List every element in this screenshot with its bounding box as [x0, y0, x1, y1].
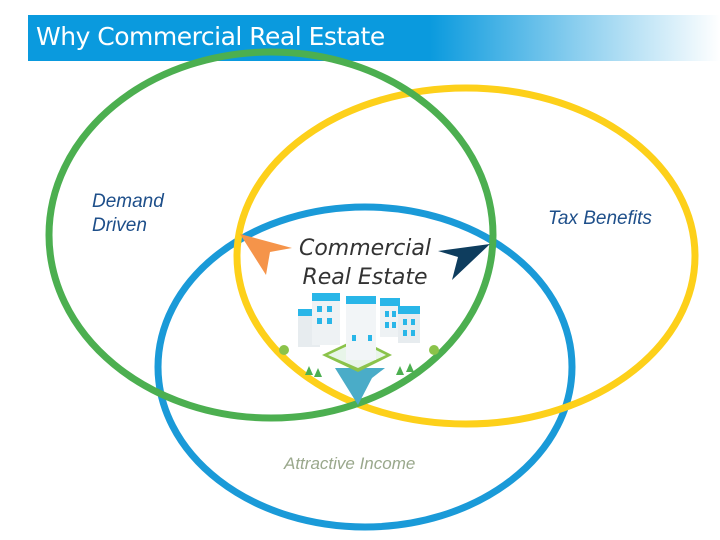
page-title: Why Commercial Real Estate: [36, 22, 385, 51]
circle-tax-benefits: [233, 84, 699, 428]
blue-arrow-icon: [335, 368, 385, 405]
label-demand-driven: Demand Driven: [92, 190, 164, 238]
label-attractive-income: Attractive Income: [284, 454, 416, 473]
center-title-line2: Real Estate: [302, 265, 428, 290]
center-title: Commercial Real Estate: [270, 234, 460, 292]
navy-arrow-icon: [438, 244, 490, 280]
buildings-illustration-icon: [279, 293, 439, 377]
label-demand-line2: Driven: [92, 215, 147, 236]
circle-attractive-income: [154, 203, 576, 531]
label-tax-benefits: Tax Benefits: [548, 208, 652, 229]
orange-arrow-icon: [240, 234, 292, 275]
title-banner: Why Commercial Real Estate: [28, 15, 720, 61]
circle-demand-driven: [45, 48, 497, 422]
center-title-line1: Commercial: [298, 236, 432, 261]
label-demand-line1: Demand: [92, 191, 164, 212]
